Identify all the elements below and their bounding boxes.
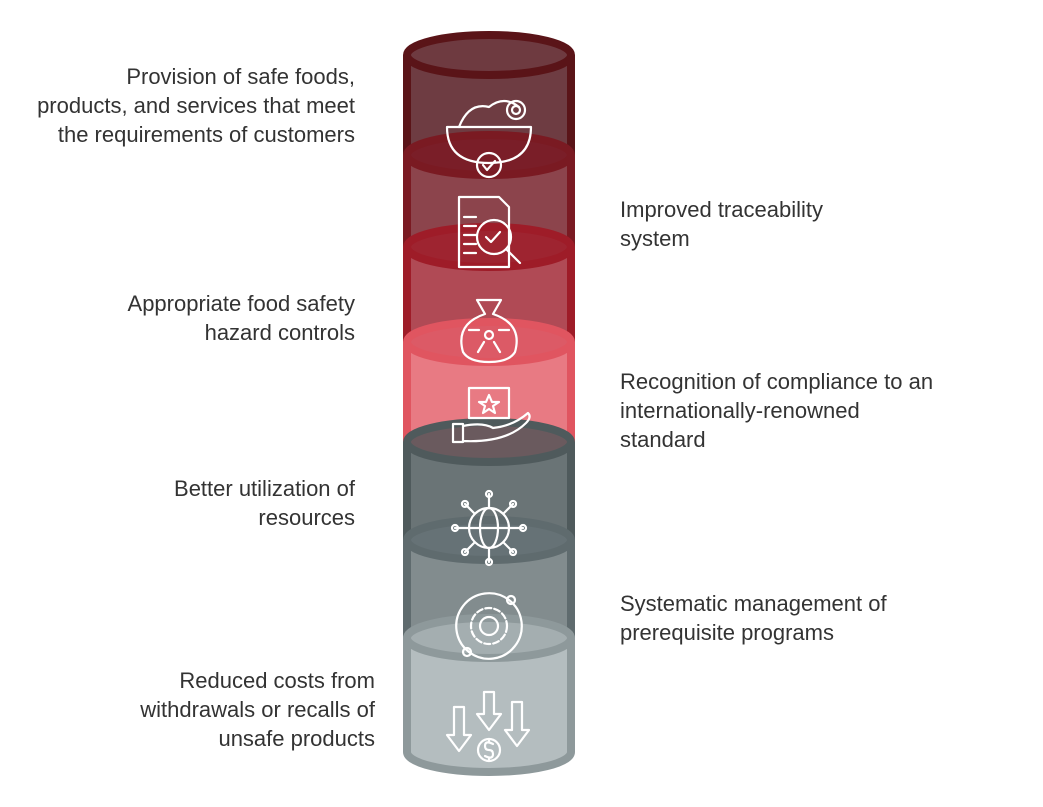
label-prerequisite-programs: Systematic management of prerequisite pr… [620,591,887,645]
label-traceability: Improved traceability system [620,197,823,251]
hazard-bag-icon [460,298,518,364]
label-reduced-costs: Reduced costs from withdrawals or recall… [140,668,375,751]
hand-certificate-icon [451,386,531,444]
label-compliance: Recognition of compliance to an internat… [620,369,934,452]
document-magnifier-icon [457,195,522,269]
food-bowl-check-icon [445,99,533,179]
gear-cycle-icon [455,592,523,660]
label-resources: Better utilization of resources [174,476,355,530]
cylinder-segment-7 [403,614,575,776]
cost-down-arrows-icon [445,690,531,763]
globe-network-icon [450,489,528,567]
label-safe-foods: Provision of safe foods, products, and s… [37,64,355,147]
label-hazard-controls: Appropriate food safety hazard controls [127,291,355,345]
